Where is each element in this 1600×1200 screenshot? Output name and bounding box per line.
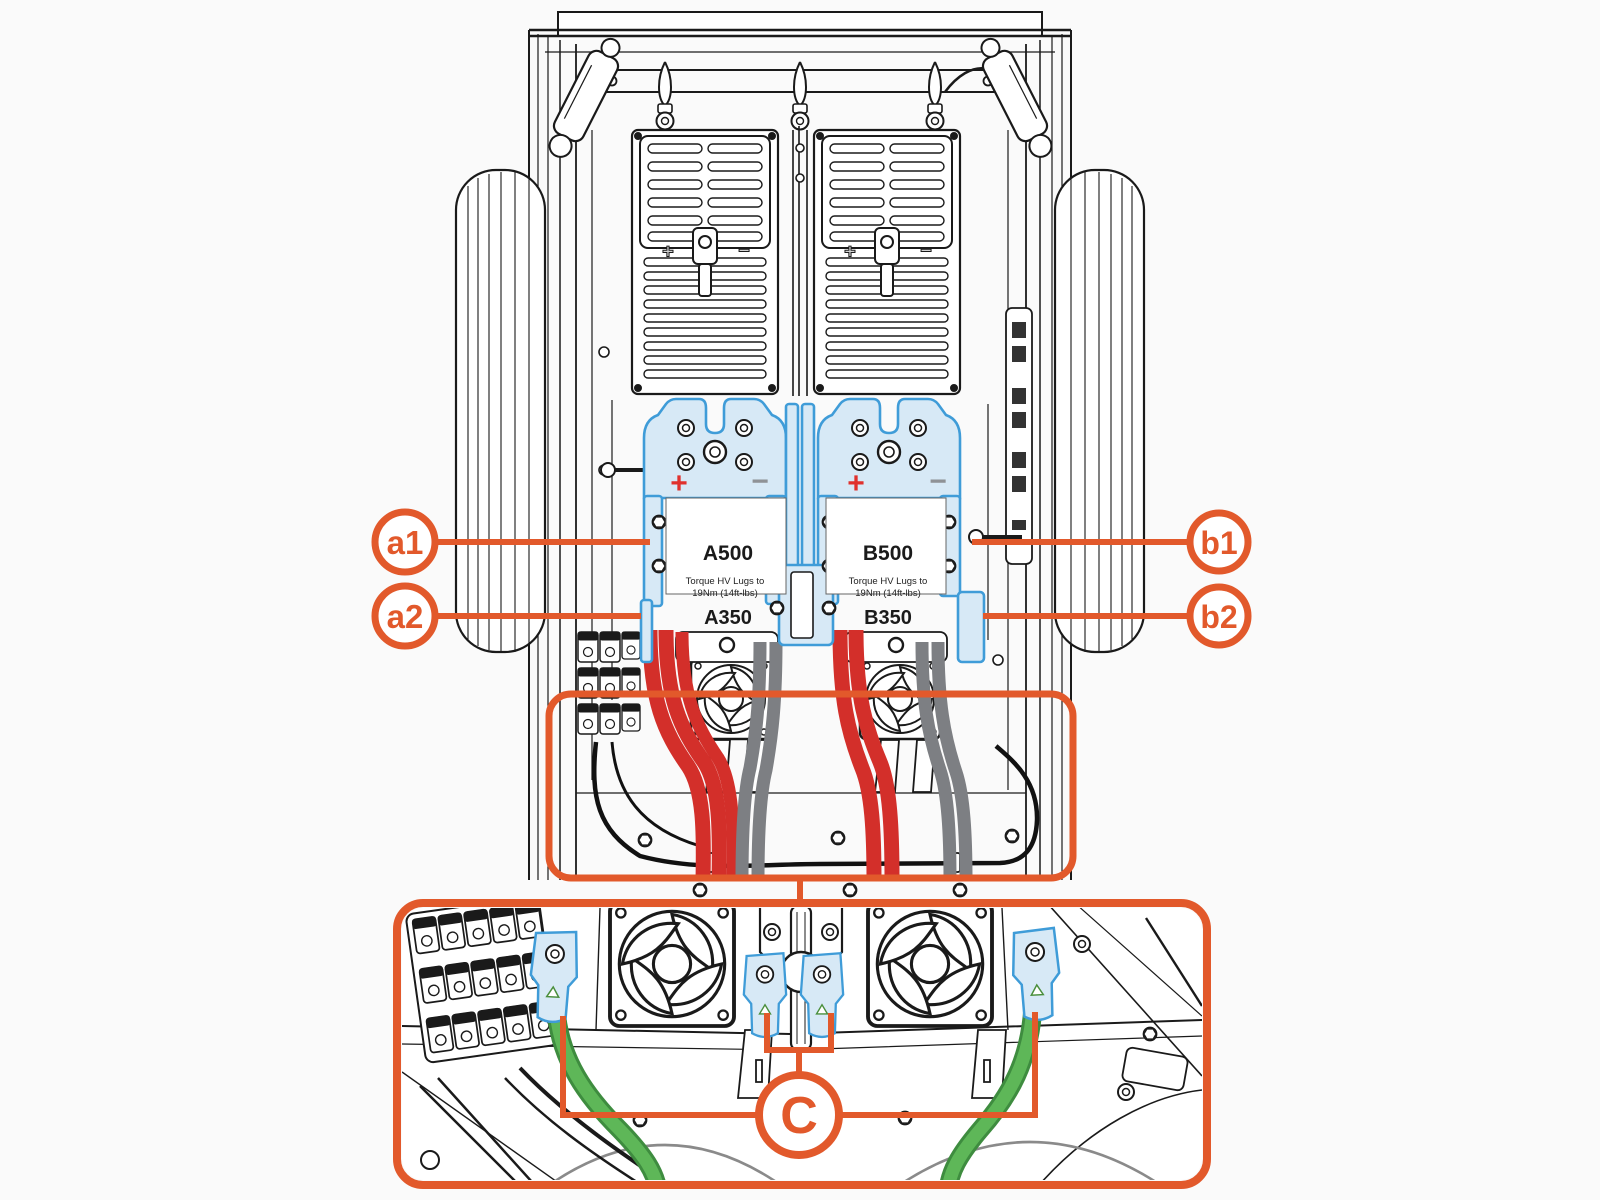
module-a-vent-panel [630,128,780,396]
module-labels: + − + − A500 B500 Torque HV Lugs to 19Nm… [665,465,947,629]
terminal-minus-a: − [751,465,769,498]
torque-note-b-line2: 19Nm (14ft-lbs) [855,588,920,599]
module-b350-label: B350 [864,607,912,629]
callout-b2: b2 [1186,583,1252,649]
callout-c: C [755,1071,843,1159]
right-hinge [980,37,1053,158]
callout-a2-label: a2 [387,598,424,635]
annotations: a1 a2 b1 b2 C [371,508,1252,1189]
c-leader-right [840,1012,1038,1118]
center-divider [792,126,808,396]
cabinet-frame [528,28,1072,882]
label-plate-b [825,497,947,595]
gray-cables-a [735,641,783,881]
terminal-plus-a: + [670,467,688,500]
cable-region-box [545,690,1077,882]
hv-bolts [651,419,957,616]
hv-strip-a-left [642,494,664,608]
red-cables-a [642,629,740,881]
module-b-vent-panel [812,128,962,396]
torque-note-b-line1: Torque HV Lugs to [849,576,928,587]
cable-hanger [925,61,945,131]
fan-left-zoom [608,908,736,1028]
cable-hanger [655,61,675,131]
callout-a2: a2 [371,582,439,650]
right-side-pillar [1053,168,1146,654]
module-b500-label: B500 [863,542,913,565]
cabinet-lid [530,11,1070,53]
gray-cables-b [915,641,973,881]
red-cables-b [832,629,900,881]
callout-a1-label: a1 [387,524,424,561]
callout-c-label: C [780,1087,818,1145]
callout-a1: a1 [371,508,439,576]
left-side-pillar [454,168,547,654]
c-leader-left [560,1016,758,1118]
callout-b1: b1 [1186,509,1252,575]
comms-card [600,307,1033,565]
cable-hanger [790,61,810,131]
callout-b2-label: b2 [1200,599,1237,635]
cabinet-line-art [454,11,1146,898]
terminal-block-main [577,631,641,735]
hv-strip-a-lower [639,598,654,664]
callout-b1-label: b1 [1200,525,1237,561]
terminal-plus-b: + [847,467,865,500]
module-a500-label: A500 [703,542,753,565]
torque-note-a-line1: Torque HV Lugs to [686,576,765,587]
cable-hanger-rail [585,61,1015,131]
label-plate-a [665,497,787,595]
left-hinge [548,37,621,158]
hv-cables [642,629,973,881]
torque-note-a-line2: 19Nm (14ft-lbs) [692,588,757,599]
hv-strip-b-lower [956,590,986,664]
terminal-minus-b: − [929,465,947,498]
module-a350-label: A350 [704,607,752,629]
fan-right-zoom [866,908,994,1028]
